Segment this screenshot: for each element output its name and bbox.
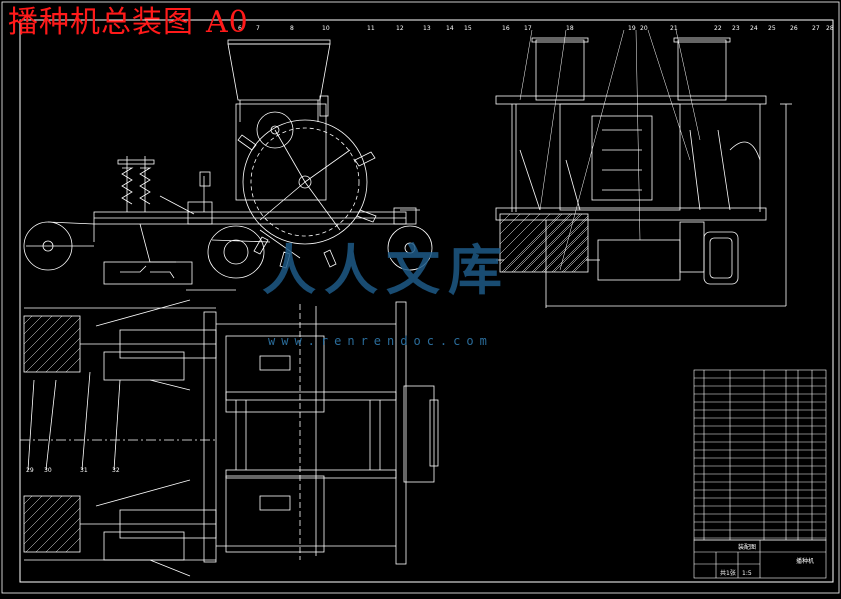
sheet-size-label: A0 bbox=[206, 5, 249, 40]
callout-27: 27 bbox=[812, 25, 820, 32]
callout-12: 12 bbox=[396, 25, 404, 32]
callout-32: 32 bbox=[112, 467, 120, 474]
callout-31: 31 bbox=[80, 467, 88, 474]
watermark-logo: 人人文库 bbox=[262, 226, 510, 305]
hatched-wheel-bottom bbox=[23, 495, 81, 553]
callout-8: 8 bbox=[290, 25, 294, 32]
callout-15: 15 bbox=[464, 25, 472, 32]
title-block-sheet: 共1张 bbox=[720, 569, 736, 577]
callout-10: 10 bbox=[322, 25, 330, 32]
watermark-url: www.renrendoc.com bbox=[268, 334, 493, 348]
title-block-drawing-label: 装配图 bbox=[738, 543, 756, 551]
callout-25: 25 bbox=[768, 25, 776, 32]
callout-17: 17 bbox=[524, 25, 532, 32]
callout-19: 19 bbox=[628, 25, 636, 32]
callout-29: 29 bbox=[26, 467, 34, 474]
callout-28: 28 bbox=[826, 25, 834, 32]
callout-18: 18 bbox=[566, 25, 574, 32]
callout-20: 20 bbox=[640, 25, 648, 32]
callout-13: 13 bbox=[423, 25, 431, 32]
inner-border bbox=[19, 19, 834, 583]
callout-24: 24 bbox=[750, 25, 758, 32]
callout-14: 14 bbox=[446, 25, 454, 32]
callout-22: 22 bbox=[714, 25, 722, 32]
callout-6: 6 bbox=[238, 25, 242, 32]
callout-11: 11 bbox=[367, 25, 375, 32]
title-block-name: 播种机 bbox=[796, 557, 814, 565]
hatched-wheel-top bbox=[23, 315, 81, 373]
title-block-scale: 1:5 bbox=[742, 570, 752, 577]
watermark-text: 人人文库 bbox=[262, 239, 510, 302]
callout-16: 16 bbox=[502, 25, 510, 32]
plan-view bbox=[20, 299, 439, 577]
side-view bbox=[495, 37, 792, 308]
drawing-title: 播种机总装图 A0 bbox=[8, 6, 249, 40]
top-callout-numbers: 6 7 8 10 11 12 13 14 15 16 17 18 19 20 21 22 23 24 25 26 27 2… bbox=[238, 25, 834, 32]
front-view bbox=[23, 39, 433, 291]
callout-26: 26 bbox=[790, 25, 798, 32]
bottom-callout-numbers: 29 30 31 32 bbox=[26, 467, 120, 474]
callout-23: 23 bbox=[732, 25, 740, 32]
callout-30: 30 bbox=[44, 467, 52, 474]
leader-lines bbox=[519, 29, 701, 271]
hatched-press-block bbox=[499, 213, 589, 273]
callout-21: 21 bbox=[670, 25, 678, 32]
callout-7: 7 bbox=[256, 25, 260, 32]
drawing-title-text: 播种机总装图 bbox=[8, 5, 194, 40]
parts-list-table bbox=[693, 369, 827, 579]
